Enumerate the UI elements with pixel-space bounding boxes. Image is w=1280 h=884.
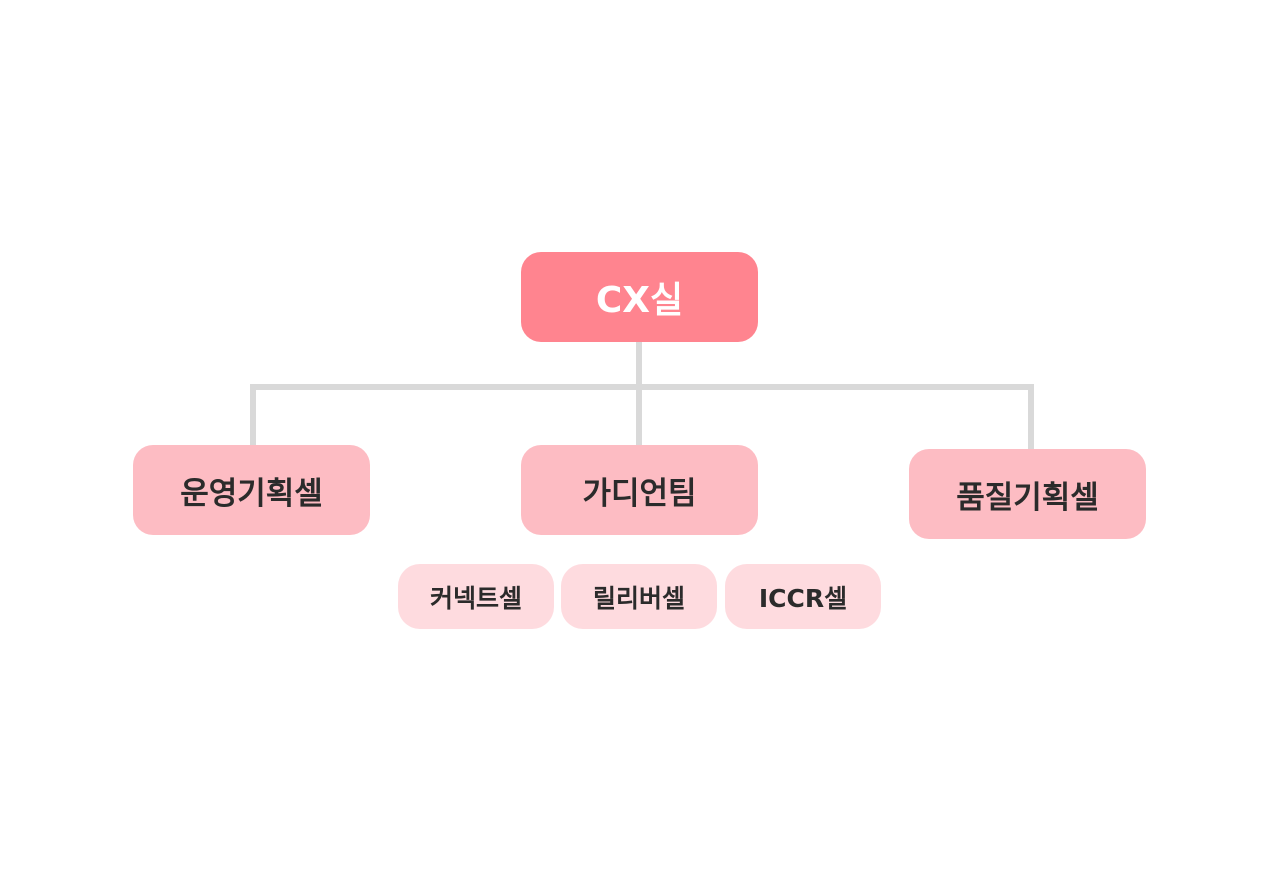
org-node-department-2-label: 가디언팀 <box>582 475 697 512</box>
connector-right-drop <box>1028 384 1034 449</box>
org-node-department-1-label: 운영기획셀 <box>180 475 323 512</box>
connector-root-down <box>636 342 642 390</box>
org-node-cell-3-label: ICCR셀 <box>758 583 848 613</box>
org-node-department-3: 품질기획셀 <box>909 449 1146 539</box>
org-node-cell-2-label: 릴리버셀 <box>592 583 685 613</box>
connector-horizontal-bar <box>250 384 1034 390</box>
org-node-cell-3: ICCR셀 <box>725 564 881 629</box>
org-node-cell-1-label: 커넥트셀 <box>429 583 522 613</box>
org-node-department-3-label: 품질기획셀 <box>956 479 1099 516</box>
org-node-root-label: CX실 <box>595 280 684 321</box>
org-node-department-1: 운영기획셀 <box>133 445 370 535</box>
connector-center-drop <box>636 384 642 445</box>
org-node-cell-1: 커넥트셀 <box>398 564 554 629</box>
connector-left-drop <box>250 384 256 445</box>
org-node-root: CX실 <box>521 252 758 342</box>
org-node-cell-2: 릴리버셀 <box>561 564 717 629</box>
org-node-department-2: 가디언팀 <box>521 445 758 535</box>
